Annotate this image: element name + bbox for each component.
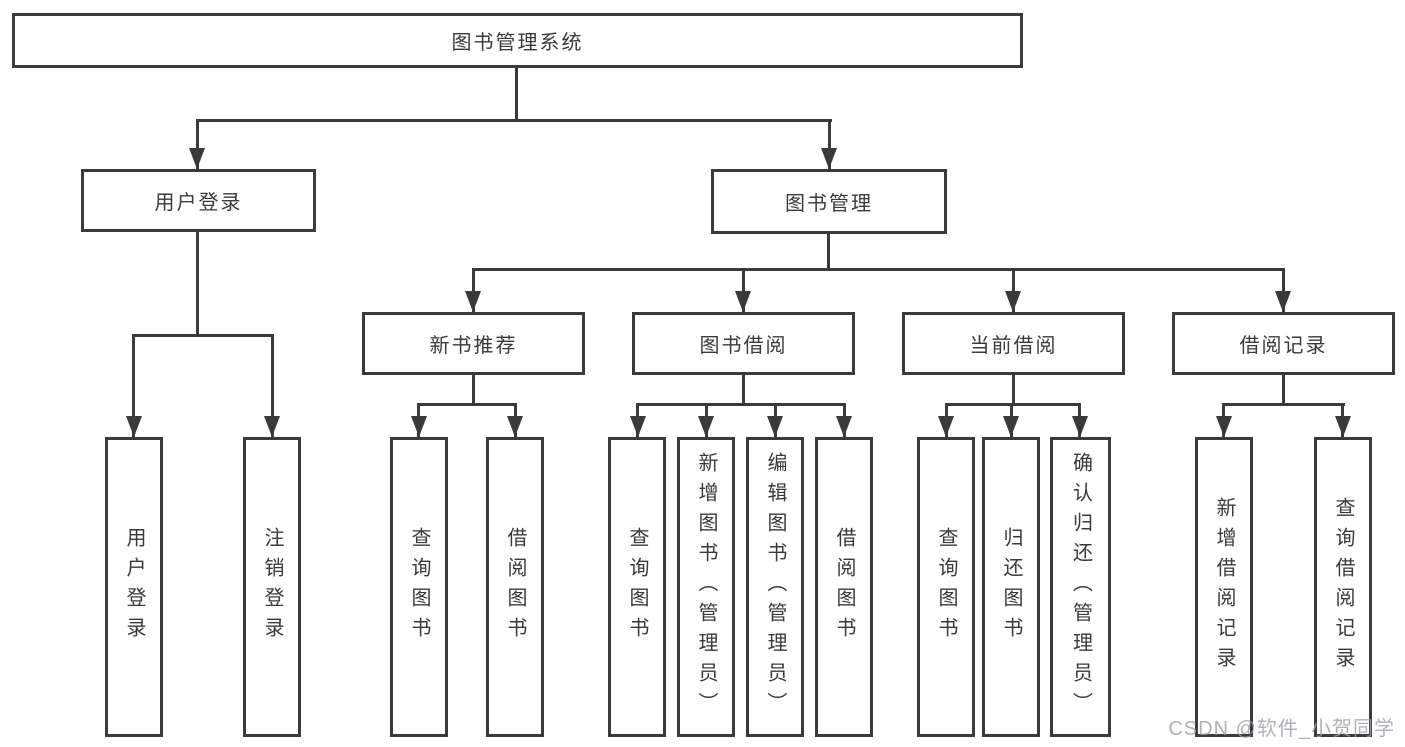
node-leaf-borrow-books-recommend: 借阅图书 <box>486 437 544 737</box>
arrowhead-user-login <box>189 148 205 169</box>
connector-to-borrow-records <box>1282 268 1285 312</box>
arrowhead-book-borrow <box>735 291 751 312</box>
node-leaf-add-borrow-record: 新增借阅记录 <box>1195 437 1253 737</box>
node-label: 查询图书 <box>626 527 648 647</box>
connector-to-current-borrow <box>1012 268 1015 312</box>
node-leaf-query-books-borrow: 查询图书 <box>608 437 666 737</box>
arrowhead-leaf <box>411 416 427 437</box>
connector-root-rail <box>196 119 832 122</box>
node-label: 图书管理系统 <box>451 32 584 54</box>
arrowhead-leaf <box>836 416 852 437</box>
node-label: 新书推荐 <box>429 335 518 357</box>
arrowhead-new-book <box>465 291 481 312</box>
node-label: 查询图书 <box>935 527 957 647</box>
node-borrow-records: 借阅记录 <box>1172 312 1395 375</box>
node-label: 注销登录 <box>261 527 283 647</box>
connector-user-login-stem <box>196 232 199 336</box>
connector-book-mgmt-rail <box>472 268 1285 271</box>
arrowhead-leaf <box>938 416 954 437</box>
connector-to-login <box>132 334 135 437</box>
arrowhead-leaf <box>1216 416 1232 437</box>
connector-borrow-records-rail <box>1222 403 1345 406</box>
node-leaf-borrow-books: 借阅图书 <box>815 437 873 737</box>
arrowhead-leaf <box>1003 416 1019 437</box>
node-leaf-user-login: 用户登录 <box>105 437 163 737</box>
node-label: 归还图书 <box>1000 527 1022 647</box>
arrowhead-current-borrow <box>1005 291 1021 312</box>
node-label: 图书借阅 <box>699 335 788 357</box>
arrowhead-leaf <box>1072 416 1088 437</box>
connector-borrow-records-stem <box>1282 375 1285 406</box>
arrowhead-book-mgmt <box>821 148 837 169</box>
connector-book-mgmt-stem <box>827 234 830 271</box>
node-leaf-return-books: 归还图书 <box>982 437 1040 737</box>
connector-to-book-borrow <box>742 268 745 312</box>
connector-current-borrow-rail <box>945 403 1081 406</box>
connector-to-new-book <box>472 268 475 312</box>
arrowhead-leaf <box>698 416 714 437</box>
node-leaf-edit-books-admin: 编辑图书（管理员） <box>746 437 804 737</box>
arrowhead-leaf <box>507 416 523 437</box>
node-label: 当前借阅 <box>969 335 1058 357</box>
node-user-login: 用户登录 <box>81 169 316 232</box>
node-label: 借阅记录 <box>1239 335 1328 357</box>
node-leaf-query-books-current: 查询图书 <box>917 437 975 737</box>
connector-current-borrow-stem <box>1012 375 1015 406</box>
node-library-management-system: 图书管理系统 <box>12 13 1023 68</box>
node-book-mgmt: 图书管理 <box>711 169 947 234</box>
connector-book-borrow-rail <box>636 403 846 406</box>
arrowhead-leaf <box>630 416 646 437</box>
connector-to-user-login <box>196 119 199 169</box>
node-leaf-query-borrow-record: 查询借阅记录 <box>1314 437 1372 737</box>
node-leaf-add-books-admin: 新增图书（管理员） <box>677 437 735 737</box>
connector-book-borrow-stem <box>742 375 745 406</box>
node-label: 新增图书（管理员） <box>695 452 717 722</box>
node-leaf-query-books-recommend: 查询图书 <box>390 437 448 737</box>
connector-new-book-rail <box>417 403 517 406</box>
arrowhead-logout <box>264 416 280 437</box>
connector-to-logout <box>271 334 274 437</box>
node-label: 借阅图书 <box>504 527 526 647</box>
connector-new-book-stem <box>472 375 475 406</box>
node-new-book-recommend: 新书推荐 <box>362 312 585 375</box>
arrowhead-leaf <box>767 416 783 437</box>
node-label: 图书管理 <box>785 193 873 215</box>
node-label: 编辑图书（管理员） <box>764 452 786 722</box>
arrowhead-leaf <box>1335 416 1351 437</box>
node-label: 查询图书 <box>408 527 430 647</box>
node-label: 查询借阅记录 <box>1332 497 1354 677</box>
node-label: 用户登录 <box>123 527 145 647</box>
connector-to-book-mgmt <box>828 119 831 169</box>
node-leaf-logout: 注销登录 <box>243 437 301 737</box>
csdn-watermark: CSDN @软件_小贺同学 <box>1168 718 1395 740</box>
connector-user-login-rail <box>132 334 274 337</box>
node-leaf-confirm-return-admin: 确认归还（管理员） <box>1050 437 1111 737</box>
connector-root-stem <box>515 68 518 120</box>
node-label: 新增借阅记录 <box>1213 497 1235 677</box>
arrowhead-login <box>126 416 142 437</box>
node-label: 确认归还（管理员） <box>1069 452 1092 722</box>
node-book-borrow: 图书借阅 <box>632 312 855 375</box>
arrowhead-borrow-records <box>1275 291 1291 312</box>
node-label: 用户登录 <box>154 192 243 214</box>
node-current-borrow: 当前借阅 <box>902 312 1125 375</box>
node-label: 借阅图书 <box>833 527 855 647</box>
